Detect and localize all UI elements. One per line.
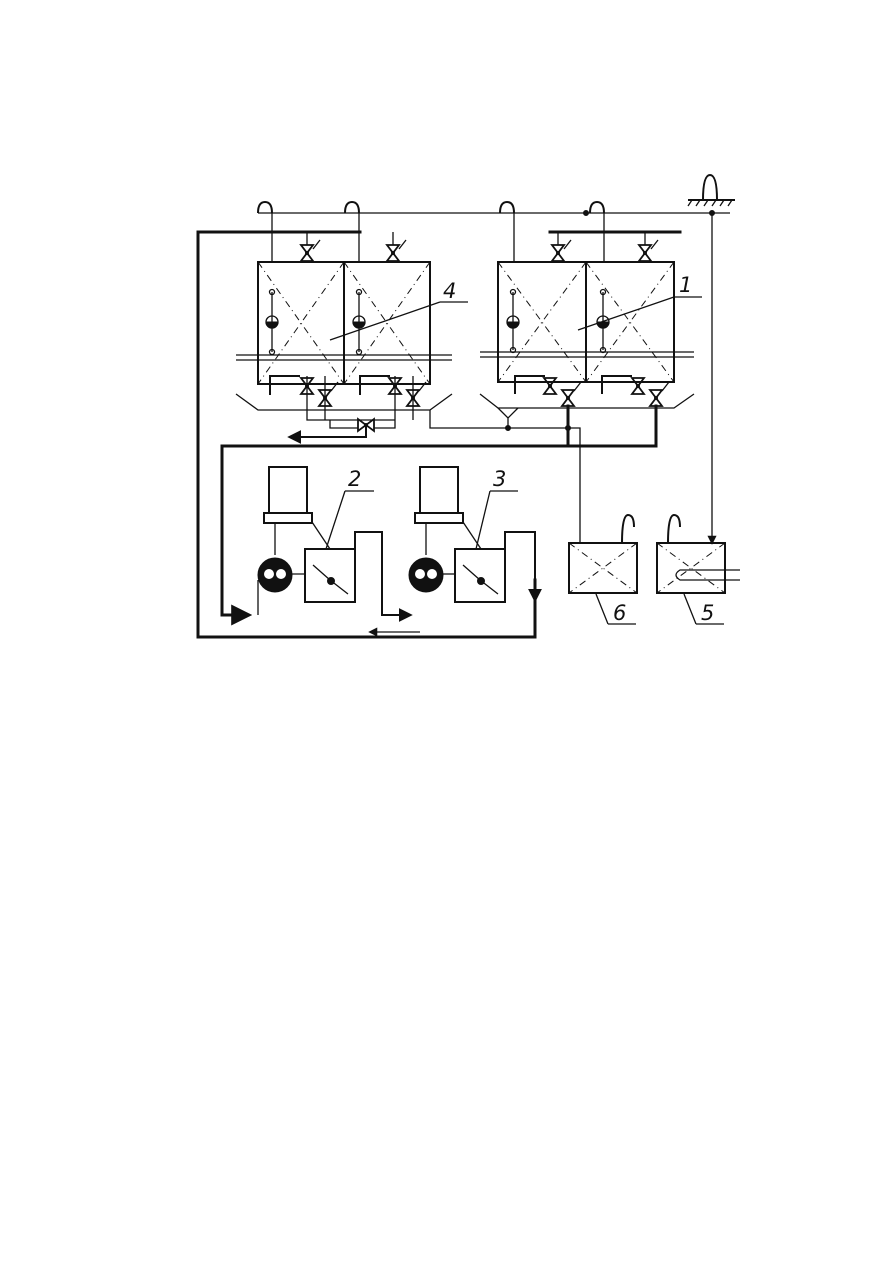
tank-5 [656,513,740,594]
leader-5 [683,593,724,625]
label-6: 6 [613,601,626,625]
cooling-tower-right [479,261,695,448]
leader-3 [475,490,518,550]
vent-header [257,173,735,545]
label-4: 4 [443,279,456,303]
return-header [220,444,658,626]
label-3: 3 [493,467,506,491]
tank-6 [568,513,638,594]
supply-loop [196,230,682,639]
label-1: 1 [679,273,692,297]
top-valves-right [551,232,659,262]
pump-unit-3 [408,466,542,603]
leader-1 [577,296,702,331]
leader-6 [595,593,636,625]
label-5: 5 [701,601,714,625]
label-2: 2 [348,467,361,491]
leader-2 [325,490,374,550]
leader-4 [329,301,468,341]
top-valves-left [300,232,407,262]
pump-unit-2 [257,466,413,622]
